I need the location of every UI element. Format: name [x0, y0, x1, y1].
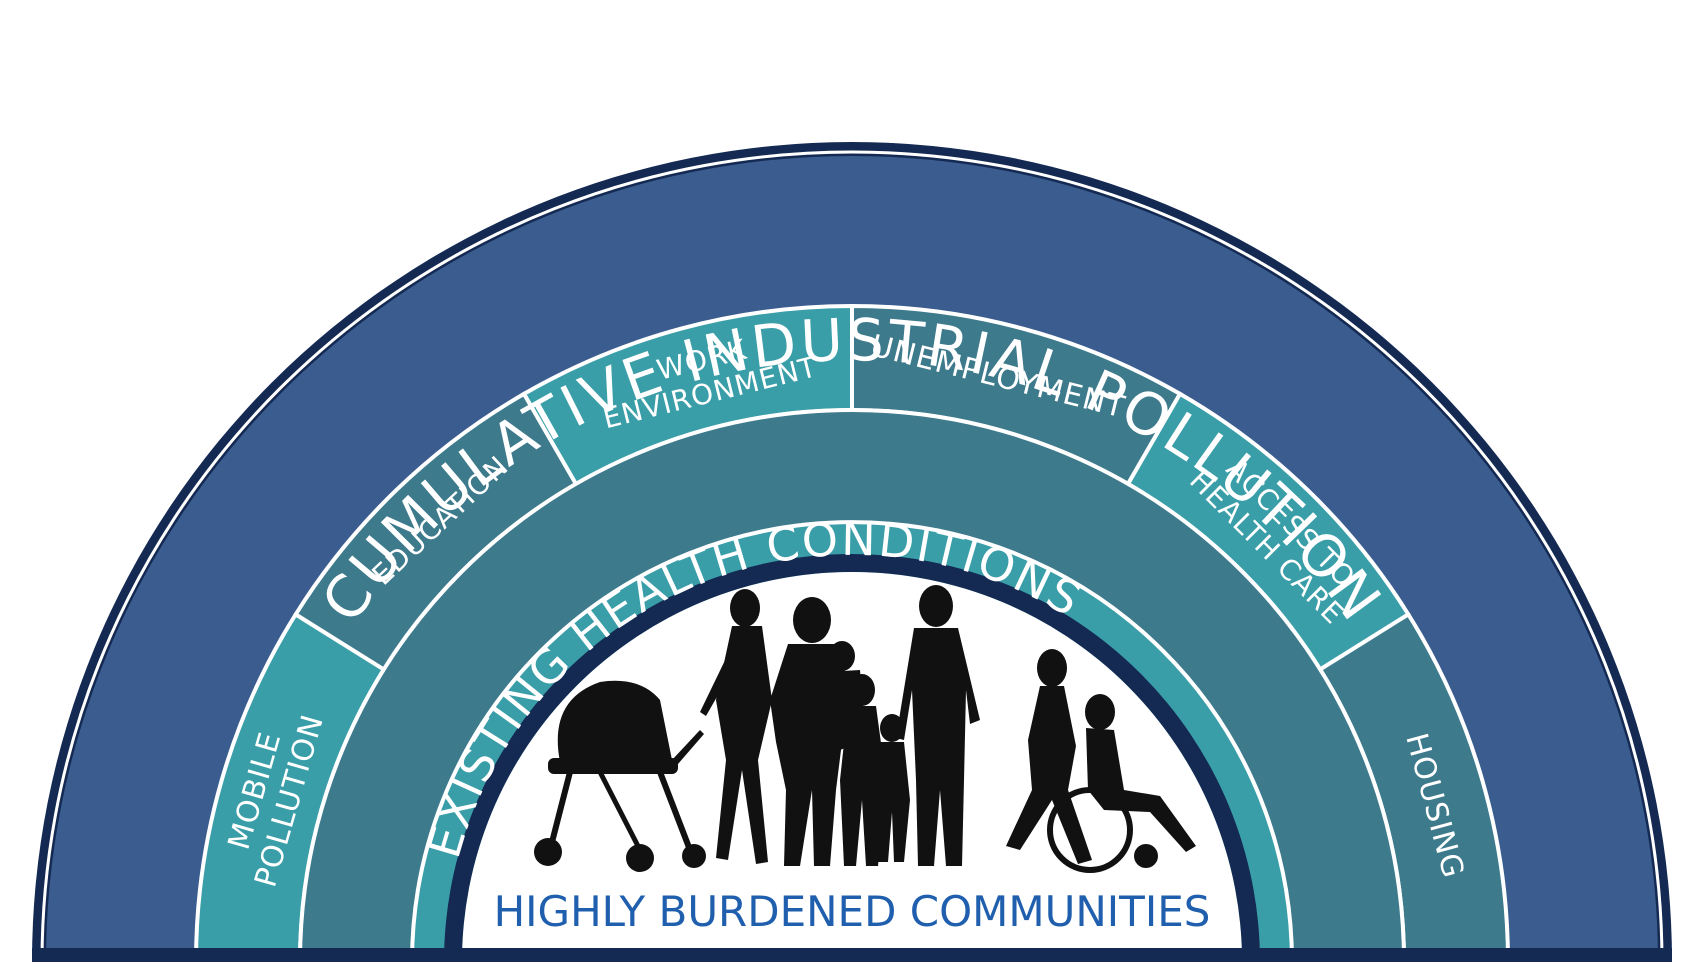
stroller-icon: [534, 680, 706, 872]
wheelchair-figure: [1047, 694, 1196, 873]
outer-rim-white-line: [40, 150, 1664, 962]
center-label: HIGHLY BURDENED COMMUNITIES: [494, 887, 1211, 936]
people-silhouette-icon: [534, 585, 1196, 873]
cumulative-pollution-band: [46, 156, 1658, 962]
man-figure: [896, 585, 980, 866]
woman-figure: [700, 589, 772, 864]
base-line: [32, 948, 1672, 962]
walking-woman-figure: [1006, 649, 1092, 864]
pregnant-woman-figure: [840, 674, 886, 866]
